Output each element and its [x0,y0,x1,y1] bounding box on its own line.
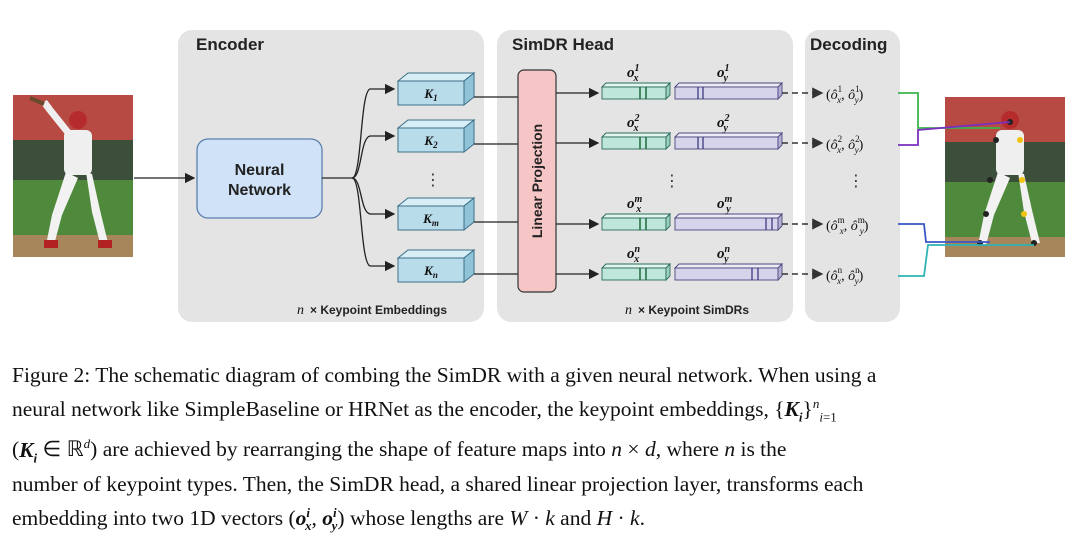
decoding-panel [805,30,900,322]
decoding-title: Decoding [810,35,887,54]
encoder-ellipsis: ⋮ [425,170,441,189]
oy-vector [673,131,784,151]
link-line-n [898,244,1034,277]
oy-vector [673,212,784,232]
link-line-2 [898,121,1011,146]
branch-connectors [322,83,396,272]
head-ellipsis: ⋮ [664,171,680,190]
ox-vector [600,131,672,151]
encoder-title: Encoder [196,35,264,54]
linear-projection-box [517,69,557,293]
ox-vector [600,81,672,101]
keypoint-embedding-2: K2 [396,118,476,154]
caption-line-4: number of keypoint types. Then, the SimD… [12,472,864,497]
keypoint-to-projection-lines [474,96,518,275]
figure-caption: Figure 2: The schematic diagram of combi… [12,362,1072,540]
simdrs-footer-label: × Keypoint SimDRs [638,303,749,317]
keypoint-embedding-m: Km [396,196,476,232]
ox-vector [600,262,672,282]
output-image [945,97,1065,257]
keypoint-embedding-1: K1 [396,71,476,107]
link-line-m [898,223,990,243]
simdr-head-panel [497,30,793,322]
caption-line-1: Figure 2: The schematic diagram of combi… [12,363,877,387]
linear-projection-label: Linear Projection [529,124,545,238]
ox-vector [600,212,672,232]
caption-line-5: embedding into two 1D vectors (oix, oiy)… [12,504,645,534]
keypoint-embedding-n: Kn [396,248,476,284]
caption-line-2: neural network like SimpleBaseline or HR… [12,395,837,424]
projection-to-vector-arrows [556,87,600,280]
embeddings-footer-label: × Keypoint Embeddings [310,303,447,317]
caption-line-3: (Ki ∈ ℝd) are achieved by rearranging th… [12,436,787,465]
input-image [13,95,133,257]
link-line-1 [898,92,1000,129]
embeddings-footer-n: n [297,303,304,318]
oy-vector [673,81,784,101]
decoding-ellipsis: ⋮ [848,171,864,190]
neural-network-label-2: Network [228,182,291,199]
dashed-arrows [782,87,824,280]
oy-vector [673,262,784,282]
simdrs-footer-n: n [625,303,632,318]
simdr-head-title: SimDR Head [512,35,614,54]
neural-network-label-1: Neural [235,162,285,179]
diagram: Encoder SimDR Head Decoding [13,30,1065,322]
